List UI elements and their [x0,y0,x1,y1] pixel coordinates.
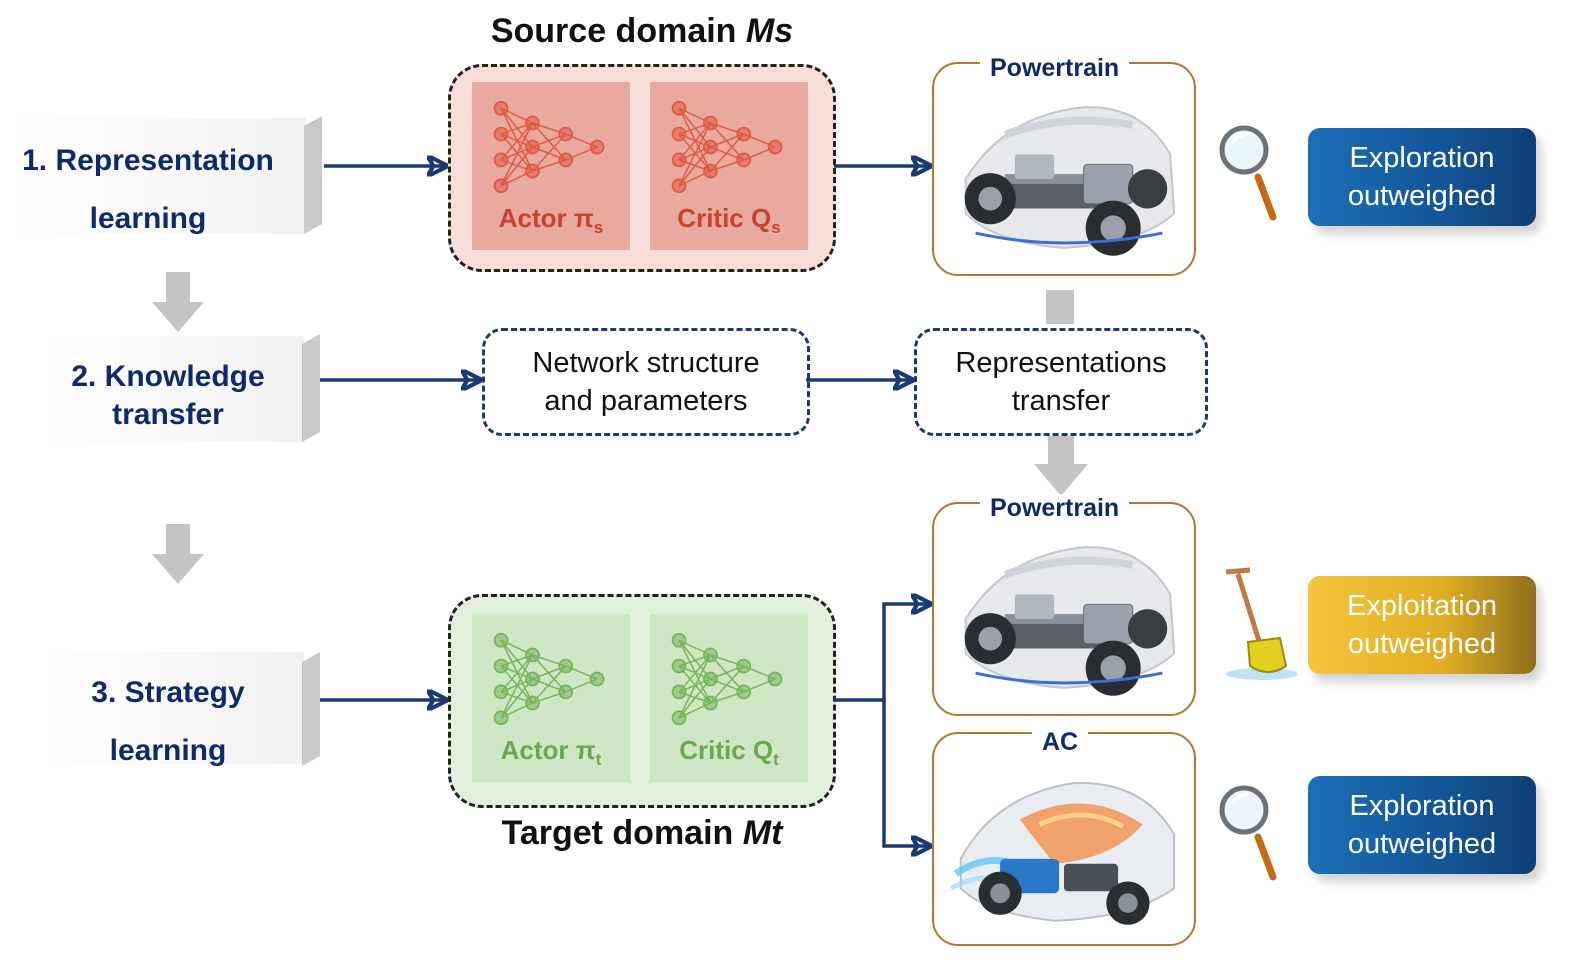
network-params-box: Network structure and parameters [482,328,810,436]
step2-label: 2. Knowledge transfer [36,358,300,434]
target-critic-sub: t [773,750,779,769]
magnifier-icon [1218,122,1278,222]
target-title-prefix: Target domain [501,814,743,852]
card1-title: Powertrain [980,54,1130,83]
ac-card [932,732,1196,946]
step3-line2: learning [109,734,227,767]
target-critic-label: Critic Qt [650,735,808,770]
source-title-prefix: Source domain [490,12,746,50]
source-actor-sub: s [593,218,604,237]
source-critic-net: Critic Qs [650,82,808,250]
step1-tab [8,118,306,234]
badge2-line2: outweighed [1347,628,1497,660]
powertrain-card-1 [932,62,1196,276]
target-actor-label: Actor πt [472,735,630,770]
network-box-line1: Network structure [532,347,760,379]
badge1-line2: outweighed [1347,180,1497,212]
powertrain-image [946,94,1182,264]
step3-tab [40,652,304,764]
ac-image [946,764,1182,934]
repr-box-line2: transfer [1011,385,1111,417]
source-actor-label: Actor πs [472,203,630,238]
step2-tab [40,336,304,442]
arrow-target-to-card2 [834,604,930,702]
target-actor-text: Actor π [500,734,596,765]
step1-label: 1. Representation learning [0,132,296,248]
badge3-line1: Exploration [1349,790,1495,822]
target-domain-title: Target domain Mt [442,814,842,853]
step3-line1: 3. Strategy [91,676,245,709]
repr-box-line1: Representations [955,347,1167,379]
card3-title: AC [1032,728,1089,757]
powertrain-image [946,534,1182,704]
gray-connector-card1 [1046,290,1074,324]
source-critic-text: Critic Q [677,202,772,233]
network-box-line2: and parameters [544,385,748,417]
exploration-badge-1: Exploration outweighed [1308,128,1536,226]
step2-line2: transfer [112,398,224,431]
down-arrow-to-card2 [1034,434,1088,496]
step1-line1: 1. Representation [22,144,274,177]
shovel-icon [1220,566,1300,686]
step2-tab-edge [302,334,320,442]
target-critic-text: Critic Q [679,734,774,765]
exploitation-badge: Exploitation outweighed [1308,576,1536,674]
source-critic-label: Critic Qs [650,203,808,238]
powertrain-card-2 [932,502,1196,716]
down-arrow-1-2 [152,272,204,332]
target-critic-net: Critic Qt [650,614,808,782]
step3-label: 3. Strategy learning [36,664,300,780]
source-actor-net: Actor πs [472,82,630,250]
source-actor-text: Actor π [498,202,594,233]
step1-line2: learning [89,202,207,235]
badge3-line2: outweighed [1347,828,1497,860]
arrow-target-to-card3 [882,700,930,846]
badge2-line1: Exploitation [1347,590,1497,622]
target-actor-sub: t [595,750,602,769]
source-domain-title: Source domain Ms [442,12,842,51]
source-title-var: Ms [745,12,794,50]
step2-line1: 2. Knowledge [71,360,265,393]
magnifier-icon [1218,782,1278,882]
badge1-line1: Exploration [1349,142,1495,174]
target-title-var: Mt [742,814,783,852]
step3-tab-edge [302,652,320,766]
representations-transfer-box: Representations transfer [914,328,1208,436]
target-actor-net: Actor πt [472,614,630,782]
source-critic-sub: s [771,218,781,237]
down-arrow-2-3 [152,524,204,584]
step1-tab-edge [304,116,322,234]
exploration-badge-2: Exploration outweighed [1308,776,1536,874]
card2-title: Powertrain [980,494,1130,523]
